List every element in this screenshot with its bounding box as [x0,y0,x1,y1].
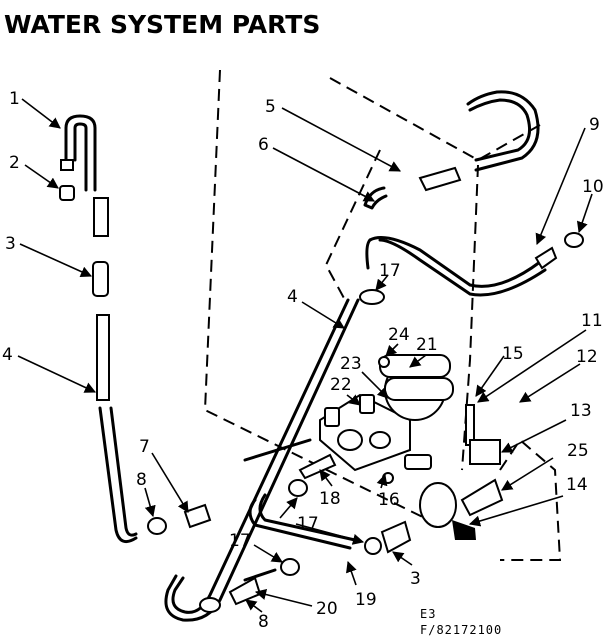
part-number-11: 11 [581,311,603,331]
part-number-14: 14 [566,475,588,495]
part-number-2: 2 [9,153,20,173]
part-number-9: 9 [589,115,600,135]
diagram-title: WATER SYSTEM PARTS [4,10,320,39]
part-number-19: 19 [355,590,377,610]
part-number-4-long-hose: 4 [287,287,298,307]
part-number-15: 15 [502,344,524,364]
part-number-24: 24 [388,325,410,345]
diagram-code-line2: F/82172100 [420,623,502,637]
part-number-10: 10 [582,177,604,197]
part-number-16: 16 [378,490,400,510]
left-hose-assembly [59,114,138,544]
water-valve-assembly [298,289,504,540]
part-number-3: 3 [5,234,16,254]
part-number-18: 18 [319,489,341,509]
part-number-20: 20 [316,599,338,619]
part-number-4: 4 [2,345,13,365]
part-number-22: 22 [330,375,352,395]
part-number-25: 25 [567,441,589,461]
part-number-17-middle: 17 [297,514,319,534]
part-number-1: 1 [9,89,20,109]
part-number-23: 23 [340,354,362,374]
part-number-17-top: 17 [379,261,401,281]
part-labels: 1 2 3 4 5 6 9 10 17 4 24 21 23 22 15 11 … [2,89,604,632]
upper-hoses [363,90,584,297]
part-number-6: 6 [258,135,269,155]
part-number-3-lower: 3 [410,569,421,589]
part-number-7: 7 [139,437,150,457]
part-number-21: 21 [416,335,438,355]
diagram-code-line1: E3 [420,607,436,621]
part-number-12: 12 [576,347,598,367]
leader-lines [17,98,593,613]
part-number-5: 5 [265,97,276,117]
part-number-8-upper: 8 [136,470,147,490]
part-number-8-lower: 8 [258,612,269,632]
part-number-17-lower: 17 [229,531,251,551]
lower-hoses [147,438,412,613]
part-number-13: 13 [570,401,592,421]
